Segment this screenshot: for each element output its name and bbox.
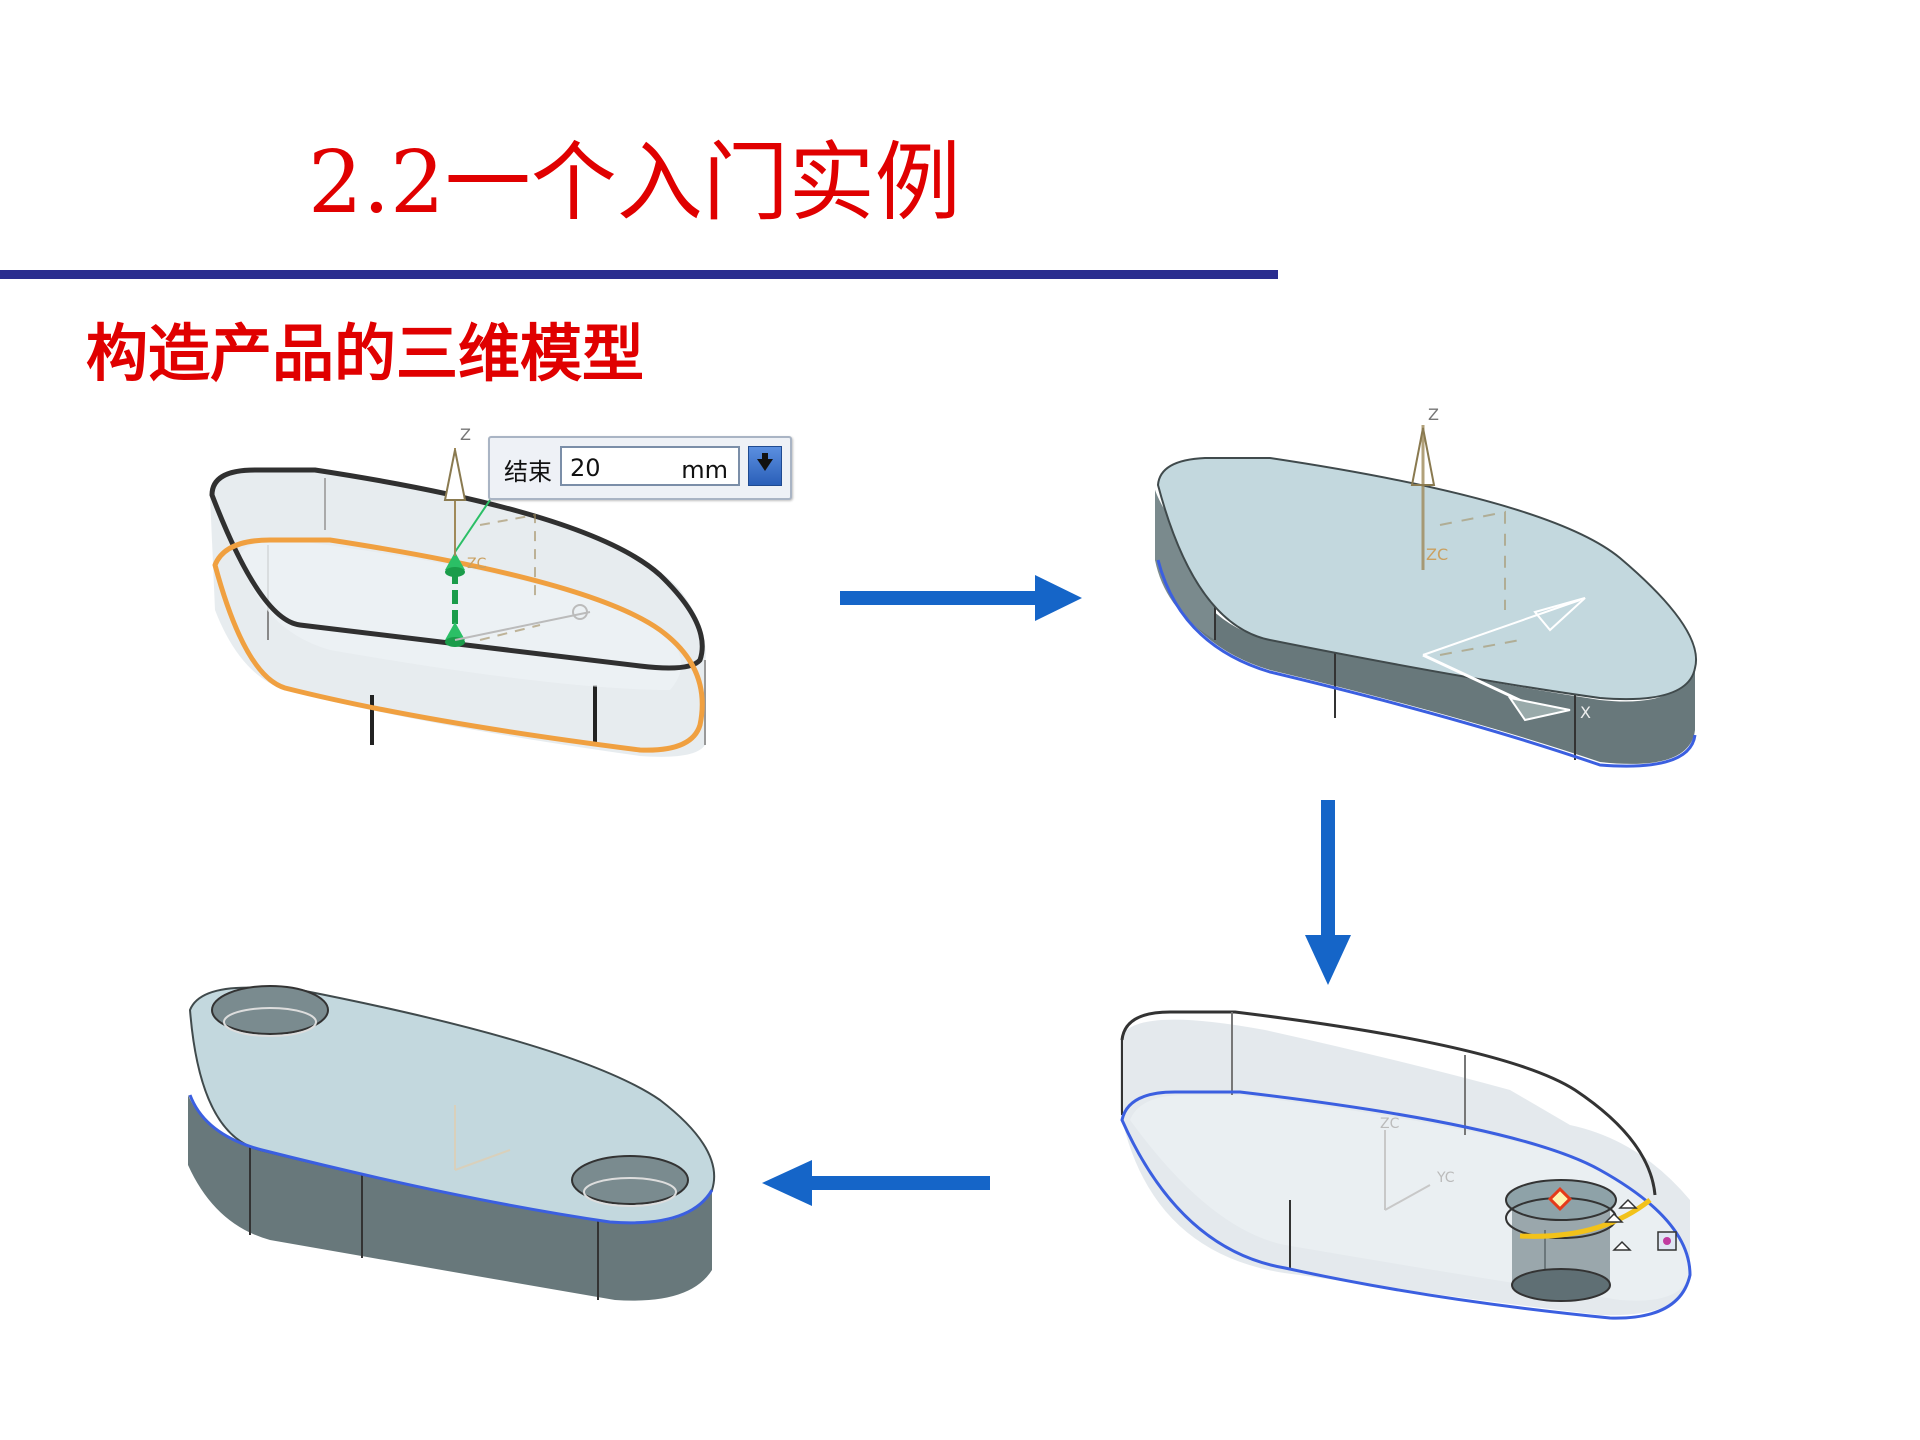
slide-title: 2.2一个入门实例: [308, 133, 961, 233]
z-axis-label-2: Z: [1428, 405, 1439, 424]
end-distance-input[interactable]: 20 mm: [560, 446, 740, 486]
z-axis-label: Z: [460, 425, 471, 444]
zc-label-step3: ZC: [1380, 1116, 1400, 1132]
step3-hole-placement: ZC YC: [1120, 1010, 1692, 1320]
slide-subtitle: 构造产品的三维模型: [86, 317, 645, 390]
step1-extrude-preview: Z ZC: [209, 425, 706, 757]
arrow-right: [840, 575, 1082, 621]
step4-final-solid: [188, 985, 716, 1301]
arrow-left: [762, 1160, 990, 1206]
yc-label-step3: YC: [1436, 1170, 1455, 1186]
end-distance-unit: mm: [681, 456, 728, 484]
dropdown-arrow-icon[interactable]: [748, 446, 782, 486]
zc-label-step2: ZC: [1426, 545, 1448, 564]
end-distance-label: 结束: [504, 458, 552, 486]
arrow-down: [1305, 800, 1351, 985]
title-divider: [0, 270, 1278, 279]
end-distance-value: 20: [570, 454, 601, 482]
flow-arrows: [762, 575, 1351, 1206]
extrude-end-distance-popup: 结束 20 mm: [488, 436, 792, 500]
step2-extruded-solid: Z ZC X: [1155, 405, 1697, 768]
zc-label-step1: ZC: [467, 556, 487, 572]
x-axis-label: X: [1580, 703, 1591, 722]
